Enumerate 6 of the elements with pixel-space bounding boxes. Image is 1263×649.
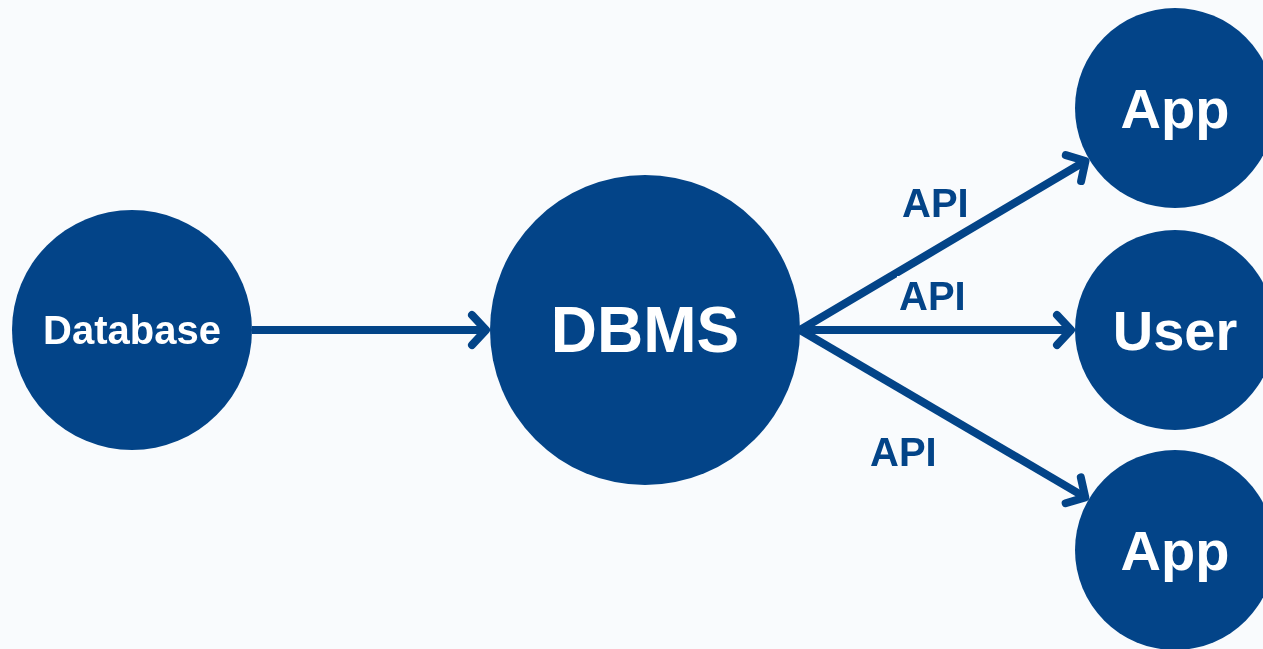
node-label: User [1112,297,1238,363]
node-label: Database [43,307,221,353]
node-label: App [1120,75,1230,141]
node-label: DBMS [550,293,740,367]
arrow [252,311,490,349]
node-label: App [1120,517,1230,583]
